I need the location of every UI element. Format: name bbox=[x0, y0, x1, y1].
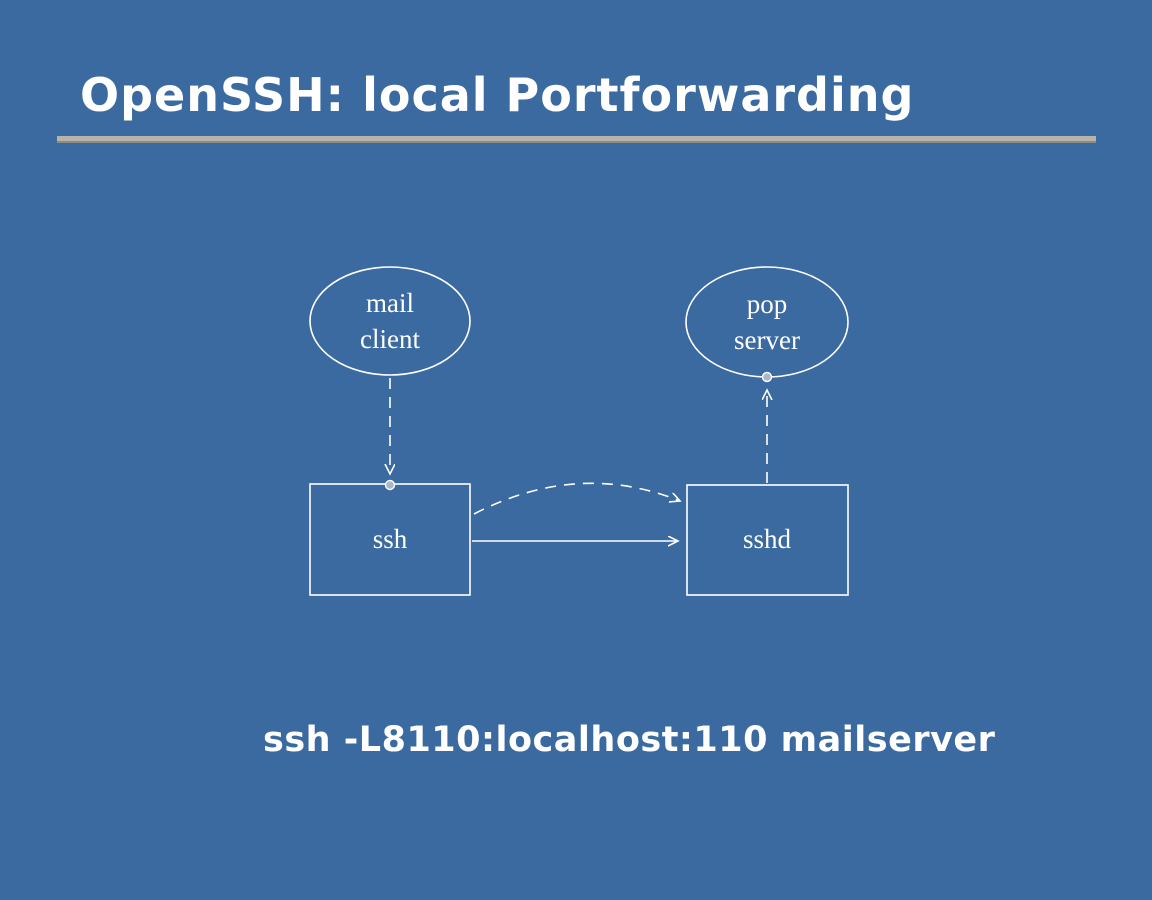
mail-client-label-line2: client bbox=[360, 324, 420, 354]
mail-client-label-line1: mail bbox=[366, 288, 414, 318]
ssh-label: ssh bbox=[373, 524, 408, 554]
sshd-node bbox=[686, 484, 849, 596]
ssh-port-dot bbox=[384, 479, 396, 491]
ssh-to-sshd-tunnel-arrow bbox=[473, 482, 680, 515]
pop-server-node bbox=[685, 266, 849, 378]
ssh-command-text: ssh -L8110:localhost:110 mailserver bbox=[263, 720, 996, 760]
title-underline bbox=[57, 136, 1096, 143]
mail-client-node bbox=[309, 266, 471, 376]
pop-port-dot bbox=[761, 371, 773, 383]
page-title: OpenSSH: local Portforwarding bbox=[80, 68, 915, 122]
sshd-label: sshd bbox=[743, 524, 792, 554]
pop-server-label-line1: pop bbox=[747, 289, 788, 319]
pop-server-label-line2: server bbox=[734, 325, 800, 355]
